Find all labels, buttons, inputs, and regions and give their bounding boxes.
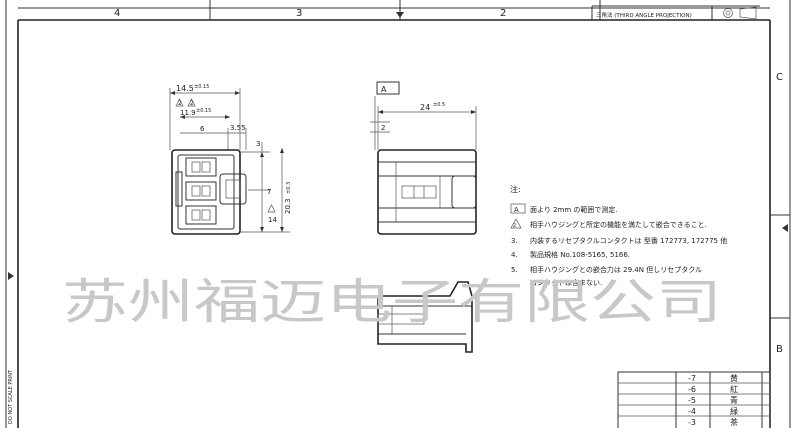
dim-inner: 11.9 [180, 109, 196, 117]
side-view [370, 81, 477, 235]
datum-label: A [381, 85, 387, 94]
rev-color: 紅 [730, 384, 738, 394]
dim-height-tol: ±0.3 [286, 182, 292, 194]
rev-code: -7 [688, 374, 696, 383]
rev-color: 茶 [730, 417, 738, 427]
dim-side-offset: 2 [381, 124, 385, 132]
rev-code: -5 [688, 396, 696, 405]
note-6-text: コンタクトは含まない. [530, 278, 602, 287]
zone-label-2: 2 [500, 8, 506, 19]
front-view [169, 88, 290, 235]
note-3-text: 内装するリセプタクルコンタクトは 型番 172773, 172775 他 [530, 236, 727, 245]
note-triangle-icon [187, 98, 196, 107]
rev-color: 青 [730, 395, 738, 405]
note-5-text: 相手ハウジングとの嵌合力は 29.4N 但しリセプタクル [530, 265, 702, 274]
rev-color: 黄 [730, 373, 738, 383]
zone-label-3: 3 [296, 8, 302, 19]
note-triangle-icon [175, 98, 184, 107]
dim-mid: 7 [267, 188, 271, 196]
note-5-marker: 5. [511, 266, 518, 274]
dim-width: 14.5 [176, 84, 194, 93]
cavity-row-2 [185, 181, 217, 201]
dim-offset: 3.55 [230, 124, 246, 132]
cavity-row-3 [185, 205, 217, 225]
bottom-view [377, 281, 473, 353]
datum-box-a [376, 81, 400, 95]
zone-label-b: B [776, 344, 783, 355]
sheet-border [5, 0, 791, 428]
dim-length-tol: ±0.5 [433, 102, 445, 108]
dim-length: 24 [420, 103, 430, 112]
rev-code: -3 [688, 418, 696, 427]
dim-width-tol: ±0.15 [194, 84, 209, 90]
notes-datum-box [510, 203, 526, 214]
note-triangle-icon [267, 204, 276, 213]
note-triangle-icon [510, 218, 522, 229]
margin-note: DO NOT SCALE PRINT [8, 369, 14, 424]
dim-height: 14 [268, 216, 277, 224]
projection-cone-icon [739, 6, 757, 20]
latch-tab [219, 173, 247, 205]
dim-pitch: 6 [200, 125, 205, 133]
dim-height-right: 20.3 [284, 198, 292, 214]
zone-label-c: C [776, 72, 783, 83]
note-1-marker: A [514, 206, 519, 214]
note-2-marker: 2 [513, 223, 516, 229]
notes-block: 注: A 面より 2mm の範囲で測定. 2 相手ハウジングと所定の機能を満たし… [510, 184, 727, 287]
watermark: 苏州福迈电子有限公司 [62, 274, 722, 330]
note-2-text: 相手ハウジングと所定の機能を満たして嵌合できること. [530, 220, 707, 229]
rev-code: -4 [688, 407, 696, 416]
note-mark-a: 2 [178, 100, 182, 107]
note-mark-b: 2 [190, 100, 194, 107]
projection-circle-icon [723, 8, 733, 18]
note-1-text: 面より 2mm の範囲で測定. [530, 205, 618, 214]
dim-inner-tol: ±0.15 [196, 108, 211, 114]
note-4-marker: 4. [511, 251, 518, 259]
rev-color: 緑 [730, 406, 738, 416]
rev-code: -6 [688, 385, 696, 394]
projection-label: 三角法 (THIRD ANGLE PROJECTION) [596, 11, 692, 19]
dim-top: 3 [256, 140, 260, 148]
note-3-marker: 3. [511, 237, 518, 245]
notes-heading: 注: [510, 184, 521, 194]
projection-block: 三角法 (THIRD ANGLE PROJECTION) [591, 5, 760, 20]
note-4-text: 製品規格 No.108-5165, 5166. [530, 250, 630, 259]
side-body [377, 149, 477, 235]
cavity-row-1 [185, 157, 217, 177]
zone-label-4: 4 [114, 8, 120, 19]
bottom-body [377, 281, 473, 353]
